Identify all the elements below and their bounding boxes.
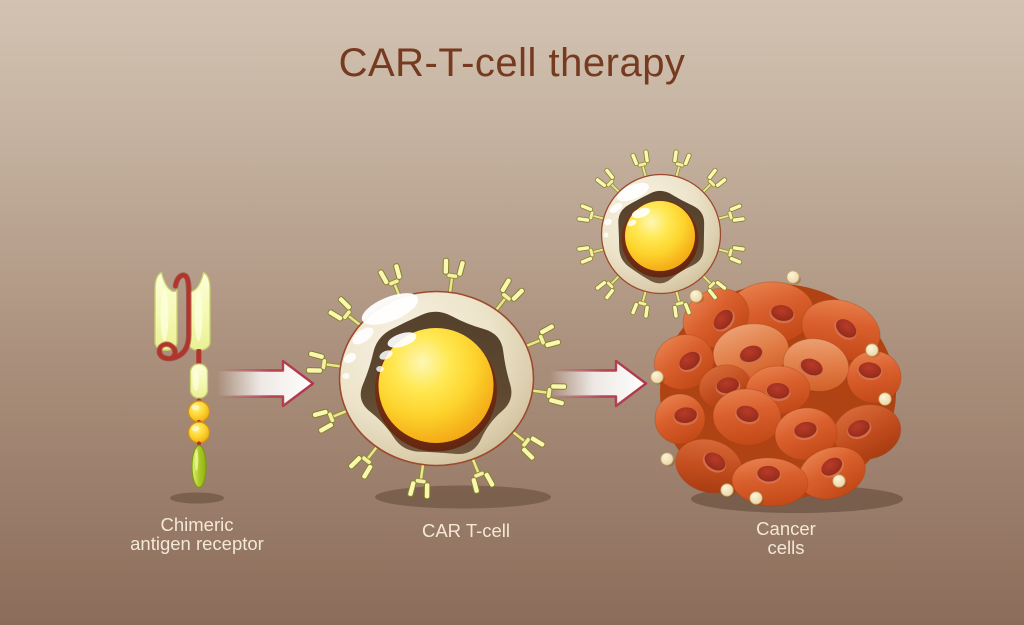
green-highlight: [194, 449, 199, 471]
flow-arrows: [215, 359, 648, 408]
receptor-hinge: [196, 349, 202, 366]
pill-highlight: [193, 369, 199, 391]
horn-highlight: [160, 289, 169, 341]
membrane-highlight: [361, 293, 419, 325]
small-car-t-cell-figure: [576, 149, 746, 319]
membrane-highlight: [617, 182, 649, 202]
car-receptor-icon: [672, 149, 692, 183]
car-receptor-icon: [442, 257, 466, 300]
cancer-cell-nucleus: [678, 351, 702, 373]
antigen-dots: [650, 270, 893, 506]
car-receptor-icon: [525, 383, 568, 407]
cancer-cell: [712, 388, 782, 446]
car-receptor-icon: [630, 149, 650, 183]
car-receptor-icon: [305, 350, 348, 374]
cell-nucleus: [378, 328, 494, 443]
membrane-highlight: [609, 203, 623, 213]
gold-highlight: [191, 404, 200, 411]
receptor-label-line2: antigen receptor: [130, 533, 264, 554]
antigen-dot: [689, 289, 704, 304]
cancer-cell-nucleus: [793, 421, 819, 441]
cancer-cell-nucleus: [834, 318, 857, 340]
cancer-cell-nucleus: [734, 405, 760, 425]
nucleus-highlight: [627, 219, 637, 227]
antigen-dot: [878, 392, 893, 407]
cancer-cell-nucleus: [799, 358, 824, 378]
car-receptor-icon: [519, 323, 562, 351]
receptor-signaling-domain: [191, 444, 207, 489]
cancer-label-line1: Cancer: [756, 518, 816, 539]
membrane-highlight: [603, 232, 609, 238]
horn-highlight: [194, 289, 203, 341]
antigen-dot: [786, 270, 801, 285]
cancer-cell: [675, 438, 743, 494]
chimeric-antigen-receptor-figure: [154, 271, 211, 489]
cell-nucleus: [625, 201, 695, 271]
car-t-cell-figure: [305, 257, 568, 500]
antigen-dot: [660, 452, 675, 467]
receptor-costimulatory-domain: [187, 421, 211, 444]
cancer-cell: [798, 446, 866, 500]
membrane-highlight: [352, 327, 374, 345]
membrane-highlight: [604, 218, 612, 226]
cancer-cell-nucleus: [769, 305, 795, 324]
receptor-label-line1: Chimeric: [160, 514, 234, 535]
cancer-cell-nucleus: [820, 457, 844, 478]
antigen-dot: [832, 474, 847, 489]
receptor-label: Chimeric antigen receptor: [87, 515, 307, 553]
car-t-cell-label-text: CAR T-cell: [421, 520, 511, 541]
receptor-shadow: [170, 492, 224, 504]
nucleus-highlight: [631, 207, 651, 219]
membrane-highlight: [343, 352, 357, 364]
diagram-title: CAR-T-cell therapy: [338, 41, 686, 85]
cancer-cell-nucleus: [756, 465, 781, 484]
nucleus-highlight: [379, 350, 393, 360]
cancer-cell-nucleus: [765, 382, 791, 402]
gold-highlight: [191, 425, 200, 432]
car-receptor-icon: [672, 285, 692, 319]
cancer-label-line2: cells: [767, 537, 805, 558]
cancer-cell: [654, 393, 706, 445]
antigen-dot: [650, 370, 665, 385]
receptor-costimulatory-domain: [187, 400, 211, 423]
cancer-cells-label: Cancer cells: [676, 519, 896, 557]
cancer-cell-nucleus: [739, 345, 764, 365]
membrane-highlight: [342, 373, 350, 379]
cancer-cell-nucleus: [673, 407, 699, 426]
antigen-dot: [749, 491, 764, 506]
car-receptor-icon: [712, 203, 746, 223]
car-receptor-icon: [407, 457, 431, 500]
arrow-right-icon: [215, 359, 315, 408]
cancer-cell: [774, 407, 838, 461]
cancer-cell-nucleus: [847, 419, 872, 440]
car-t-cell-shadow: [375, 485, 551, 509]
car-t-cell-label: CAR T-cell: [356, 521, 576, 540]
arrow-right-icon: [548, 359, 648, 408]
cancer-cells-figure: [650, 270, 902, 507]
cancer-cell-nucleus: [713, 309, 735, 332]
car-receptors: [305, 257, 568, 500]
receptor-link-dot: [196, 441, 202, 446]
antigen-dot: [720, 483, 735, 498]
receptor-linker-cord: [157, 273, 191, 361]
antigen-dot: [865, 343, 880, 358]
cancer-cell-nucleus: [702, 452, 726, 473]
nucleus-highlight: [376, 366, 384, 372]
nucleus-highlight: [387, 332, 417, 348]
cancer-cell-nucleus: [857, 362, 883, 381]
cancer-cell: [832, 404, 902, 460]
